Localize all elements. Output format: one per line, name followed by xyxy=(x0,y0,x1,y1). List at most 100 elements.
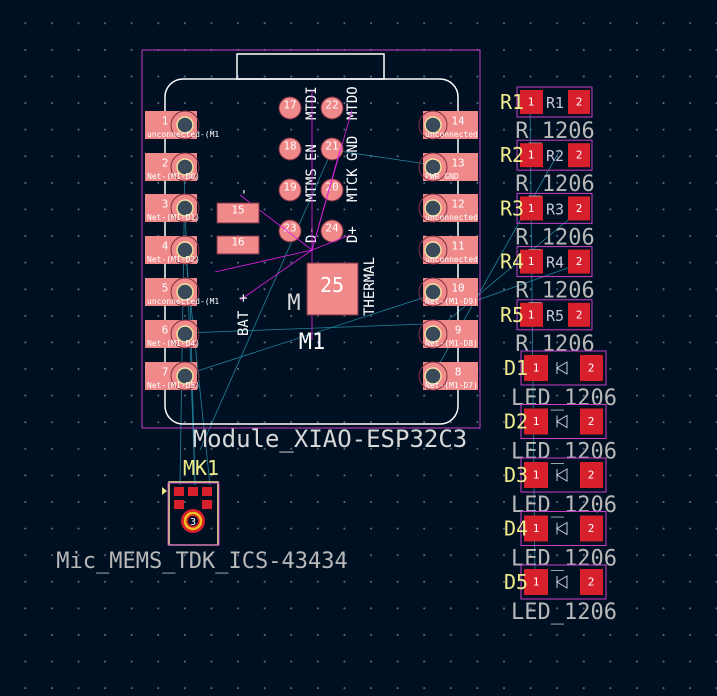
pad-2[interactable] xyxy=(580,462,603,488)
pad-net: Net-(M1-D0) xyxy=(147,172,200,181)
pad-number: 2 xyxy=(588,362,595,375)
pad-2[interactable] xyxy=(580,355,603,381)
pad-1[interactable] xyxy=(520,249,543,274)
pad-2[interactable] xyxy=(580,408,603,435)
pad-number: 20 xyxy=(325,181,338,194)
courtyard xyxy=(167,482,220,546)
pad-1[interactable] xyxy=(520,90,543,114)
diode-icon xyxy=(556,468,568,482)
pad-2[interactable] xyxy=(580,515,603,542)
pad-number: 1 xyxy=(528,255,535,268)
courtyard xyxy=(520,511,607,546)
pad-number: 25 xyxy=(320,273,344,297)
mic-pad[interactable] xyxy=(202,500,212,509)
pad-number: 11 xyxy=(451,240,464,253)
drill-hole xyxy=(424,325,442,343)
pad-2[interactable] xyxy=(568,302,590,327)
diode-icon xyxy=(556,414,568,429)
pad-ring xyxy=(418,319,448,349)
pad-1[interactable] xyxy=(520,302,543,327)
drill-hole xyxy=(176,367,194,385)
pad-number: 22 xyxy=(325,99,338,112)
pad-net: unconnected xyxy=(425,213,478,222)
pad-25[interactable] xyxy=(306,262,359,316)
pad-ring xyxy=(418,361,448,391)
pad-15[interactable] xyxy=(216,202,260,224)
mic-pad[interactable] xyxy=(174,487,184,496)
pad-net: unconnected-(M1 xyxy=(147,130,219,139)
pad-2[interactable] xyxy=(568,249,590,274)
mic-value: Mic_MEMS_TDK_ICS-43434 xyxy=(56,549,347,574)
pad-number: 21 xyxy=(325,140,338,153)
mic-pad[interactable] xyxy=(174,500,184,509)
drill-hole xyxy=(424,158,442,176)
mic-pad[interactable] xyxy=(202,487,212,496)
pad-16[interactable] xyxy=(216,235,260,255)
led-value: LED_1206 xyxy=(511,600,617,625)
drill-hole xyxy=(176,158,194,176)
pad-net: Net-(M1-D7) xyxy=(425,381,478,390)
pad-number: 3 xyxy=(162,198,169,211)
bat-label: BAT + xyxy=(236,294,252,336)
pad-shape xyxy=(278,137,302,161)
pad-2[interactable] xyxy=(568,143,590,168)
pad-1[interactable] xyxy=(524,355,548,381)
pad-1[interactable] xyxy=(524,515,548,542)
pad-2[interactable] xyxy=(568,90,590,114)
mic-mk1[interactable]: MK1 3 Mic_MEMS_TDK_ICS-43434 xyxy=(56,456,347,574)
pad-number: 2 xyxy=(576,308,583,321)
pad-number: 18 xyxy=(283,140,296,153)
pad-1[interactable] xyxy=(524,462,548,488)
pad-net: Net-(M1-D2) xyxy=(147,255,200,264)
pad-number: 1 xyxy=(528,96,535,109)
pad-1[interactable] xyxy=(520,143,543,168)
resistor-reference: R1 xyxy=(500,90,524,114)
pad-1[interactable] xyxy=(520,196,543,221)
pad-1[interactable] xyxy=(524,408,548,435)
resistor-reference: R4 xyxy=(500,250,524,274)
courtyard xyxy=(520,457,607,493)
led-reference: D3 xyxy=(504,463,528,487)
module-reference: M1 xyxy=(299,330,326,355)
pad-number: 7 xyxy=(162,366,169,379)
mic-pad[interactable] xyxy=(188,487,198,496)
fab-reference: R2 xyxy=(546,147,564,165)
pad-2[interactable] xyxy=(568,196,590,221)
pad-1[interactable] xyxy=(524,569,548,595)
pad-2[interactable] xyxy=(580,569,603,595)
pad-number: 24 xyxy=(325,222,339,235)
pad-number: 16 xyxy=(231,236,244,249)
